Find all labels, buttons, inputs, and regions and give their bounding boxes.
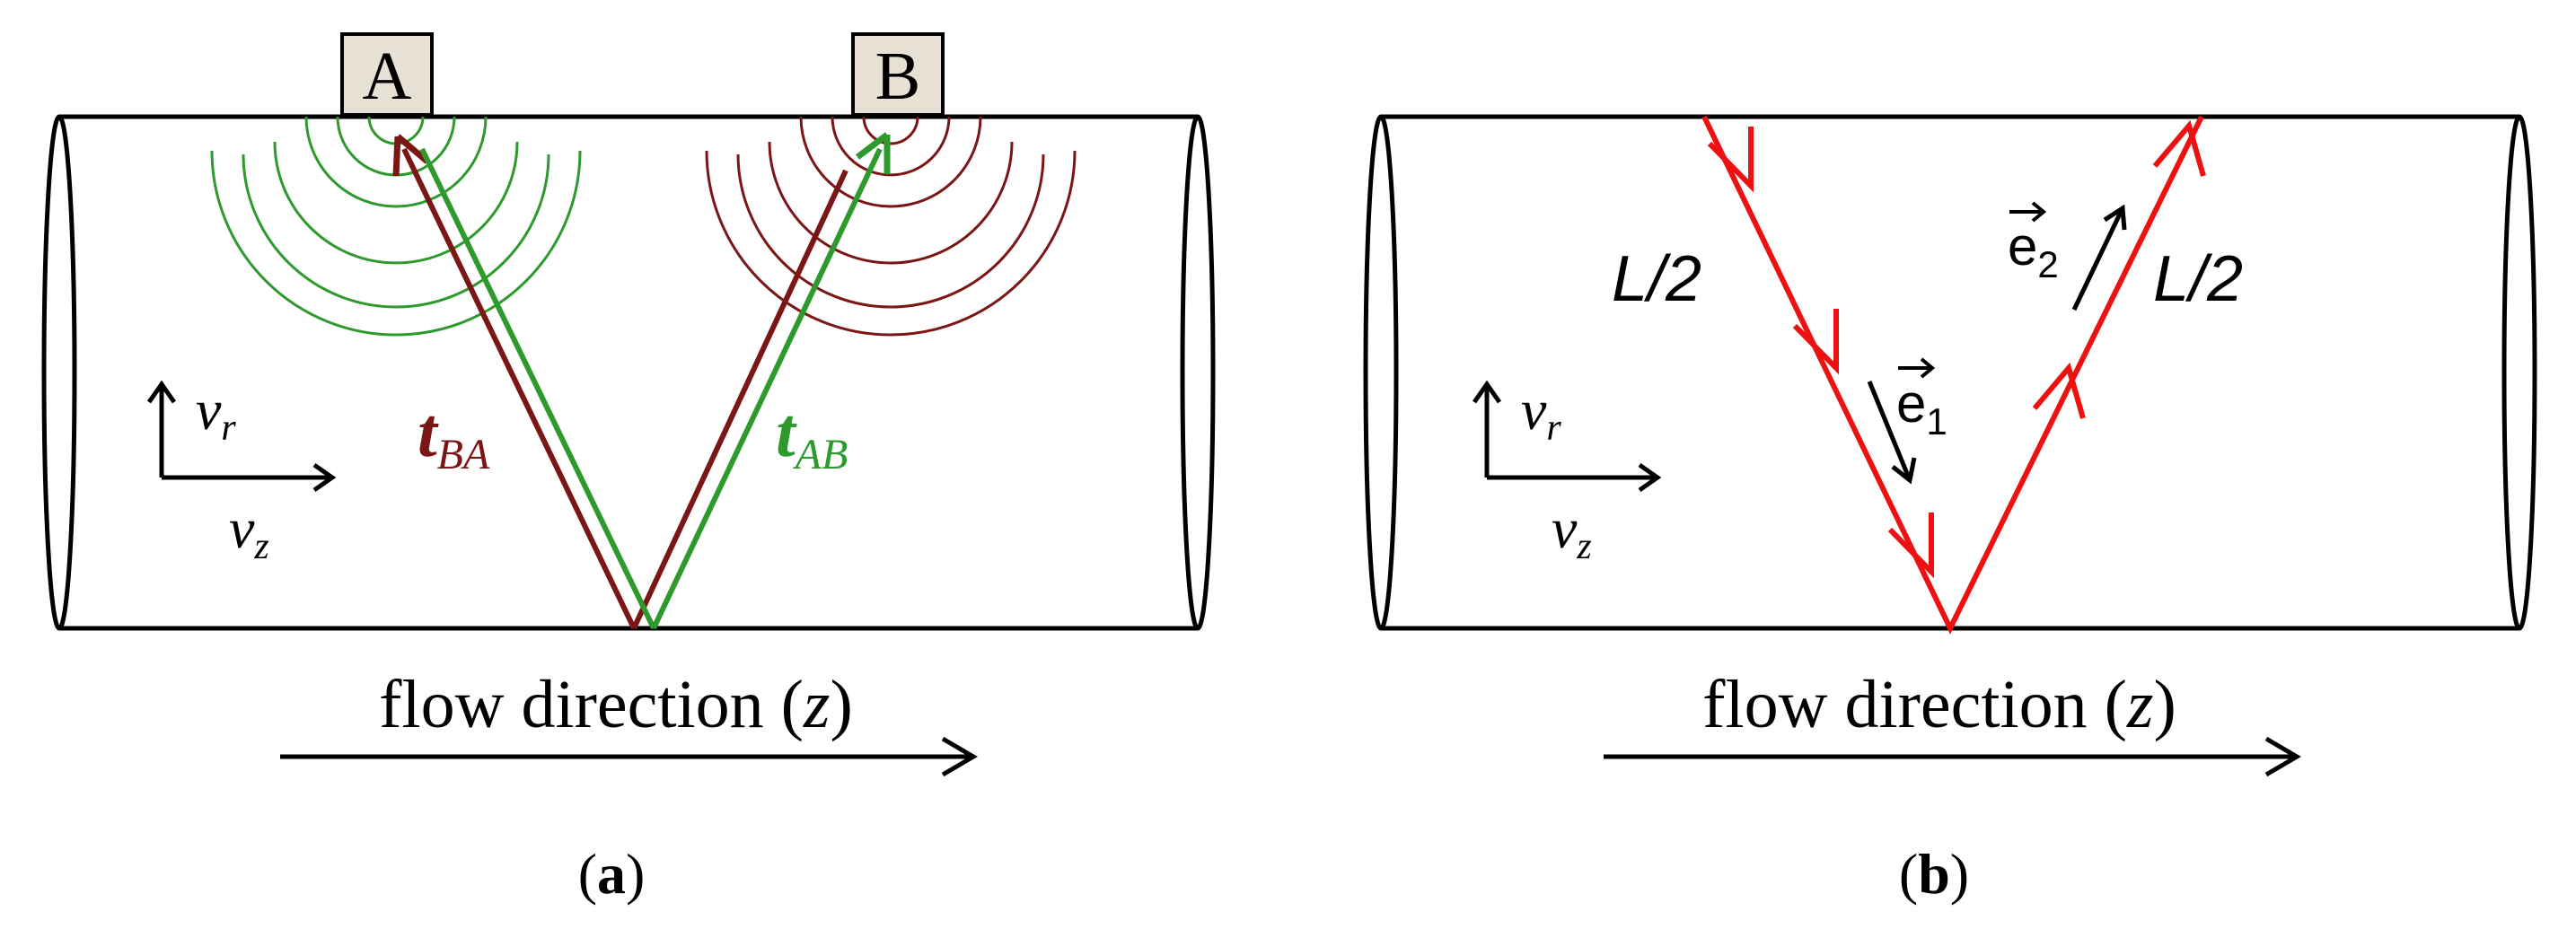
caption-a: (a): [578, 842, 646, 906]
t-ab-label: tAB: [776, 393, 848, 478]
flow-arrow-a: [280, 736, 978, 777]
e1-overarrow: [1898, 357, 1936, 379]
unit-vector-e1-arrow: [1867, 381, 1917, 485]
velocity-axes-a: [146, 380, 337, 493]
unit-vector-e2-arrow: [2071, 204, 2127, 311]
pipe-b: [1363, 114, 2537, 631]
panel-b: L/2 L/2 e1 e2 vr vz: [1363, 114, 2537, 906]
flow-arrow-b: [1604, 736, 2301, 777]
pipe-b-right-end: [2501, 114, 2537, 631]
vr-label-b: vr: [1521, 378, 1561, 449]
transducer-b-label: B: [875, 39, 921, 114]
transducer-a-label: A: [363, 39, 412, 114]
vz-label-a: vz: [229, 496, 269, 567]
unit-vector-e2-label: e2: [2008, 216, 2059, 285]
flow-direction-label-a: flow direction (z): [379, 667, 853, 742]
pipe-a-right-end: [1180, 114, 1216, 631]
transducer-a: A: [340, 32, 434, 117]
caption-b: (b): [1899, 842, 1969, 906]
path-v-b: [1701, 115, 2206, 635]
flow-direction-label-b: flow direction (z): [1702, 667, 2176, 742]
t-ba-label: tBA: [418, 393, 490, 478]
panel-a: A B tBA tAB vr vz flow direc: [41, 32, 1216, 906]
path-ab: [419, 132, 891, 630]
transducer-b: B: [851, 32, 945, 117]
velocity-axes-b: [1472, 380, 1662, 493]
pipe-a-left-end: [41, 114, 77, 631]
segment-left-label: L/2: [1612, 243, 1701, 315]
vr-label-a: vr: [196, 378, 236, 449]
pipe-b-left-end: [1363, 114, 1399, 631]
unit-vector-e1-label: e1: [1896, 373, 1947, 443]
e2-overarrow: [2009, 201, 2047, 223]
path-ba: [392, 134, 848, 630]
segment-right-label: L/2: [2153, 243, 2243, 315]
wave-arcs-b: [705, 116, 1077, 337]
pipe-a: [41, 114, 1216, 631]
vz-label-b: vz: [1552, 496, 1592, 567]
